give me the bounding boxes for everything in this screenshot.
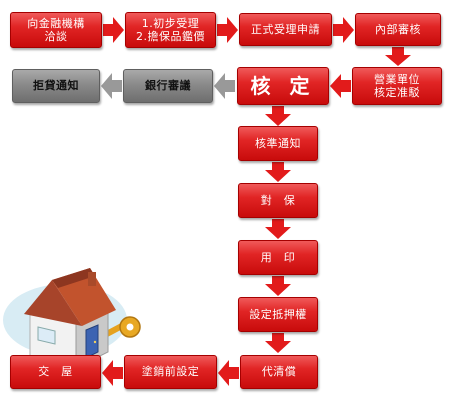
node-verification: 對 保: [238, 183, 318, 218]
node-set-mortgage: 設定抵押權: [238, 297, 318, 332]
node-approval: 核 定: [237, 67, 329, 105]
arrow-n5-n6: [330, 74, 351, 98]
node-preliminary-acceptance: 1.初步受理 2.擔保品鑑價: [125, 12, 216, 48]
arrow-n6-n9: [265, 106, 291, 126]
house-icon: [24, 268, 116, 369]
arrow-n11-n12: [265, 276, 291, 296]
house-key-illustration: [3, 268, 141, 369]
node-internal-review: 內部審核: [355, 13, 441, 46]
node-house-handover: 交 屋: [10, 355, 101, 389]
node-business-unit-decision: 營業單位 核定准駁: [352, 67, 442, 105]
arrow-n14-n15: [102, 360, 123, 386]
node-negotiate-with-bank: 向金融機構 洽談: [10, 12, 102, 48]
node-cancel-previous-mortgage: 塗銷前設定: [124, 355, 217, 389]
node-seal-stamping: 用 印: [238, 240, 318, 275]
arrow-n1-n2: [103, 17, 124, 43]
node-approval-notice: 核準通知: [238, 126, 318, 161]
node-bank-deliberation: 銀行審議: [123, 69, 213, 103]
arrow-n4-n5: [385, 47, 411, 66]
arrow-n9-n10: [265, 162, 291, 182]
arrow-n2-n3: [217, 17, 238, 43]
arrow-n3-n4: [333, 17, 354, 43]
arrow-n7-n8: [101, 73, 122, 99]
arrow-n6-n7: [214, 73, 235, 99]
node-payoff: 代清償: [240, 355, 318, 389]
node-formal-application: 正式受理申請: [239, 13, 332, 46]
arrow-n12-n13: [265, 333, 291, 353]
arrow-n13-n14: [218, 360, 239, 386]
node-loan-rejection-notice: 拒貸通知: [12, 69, 100, 103]
arrow-n10-n11: [265, 219, 291, 239]
